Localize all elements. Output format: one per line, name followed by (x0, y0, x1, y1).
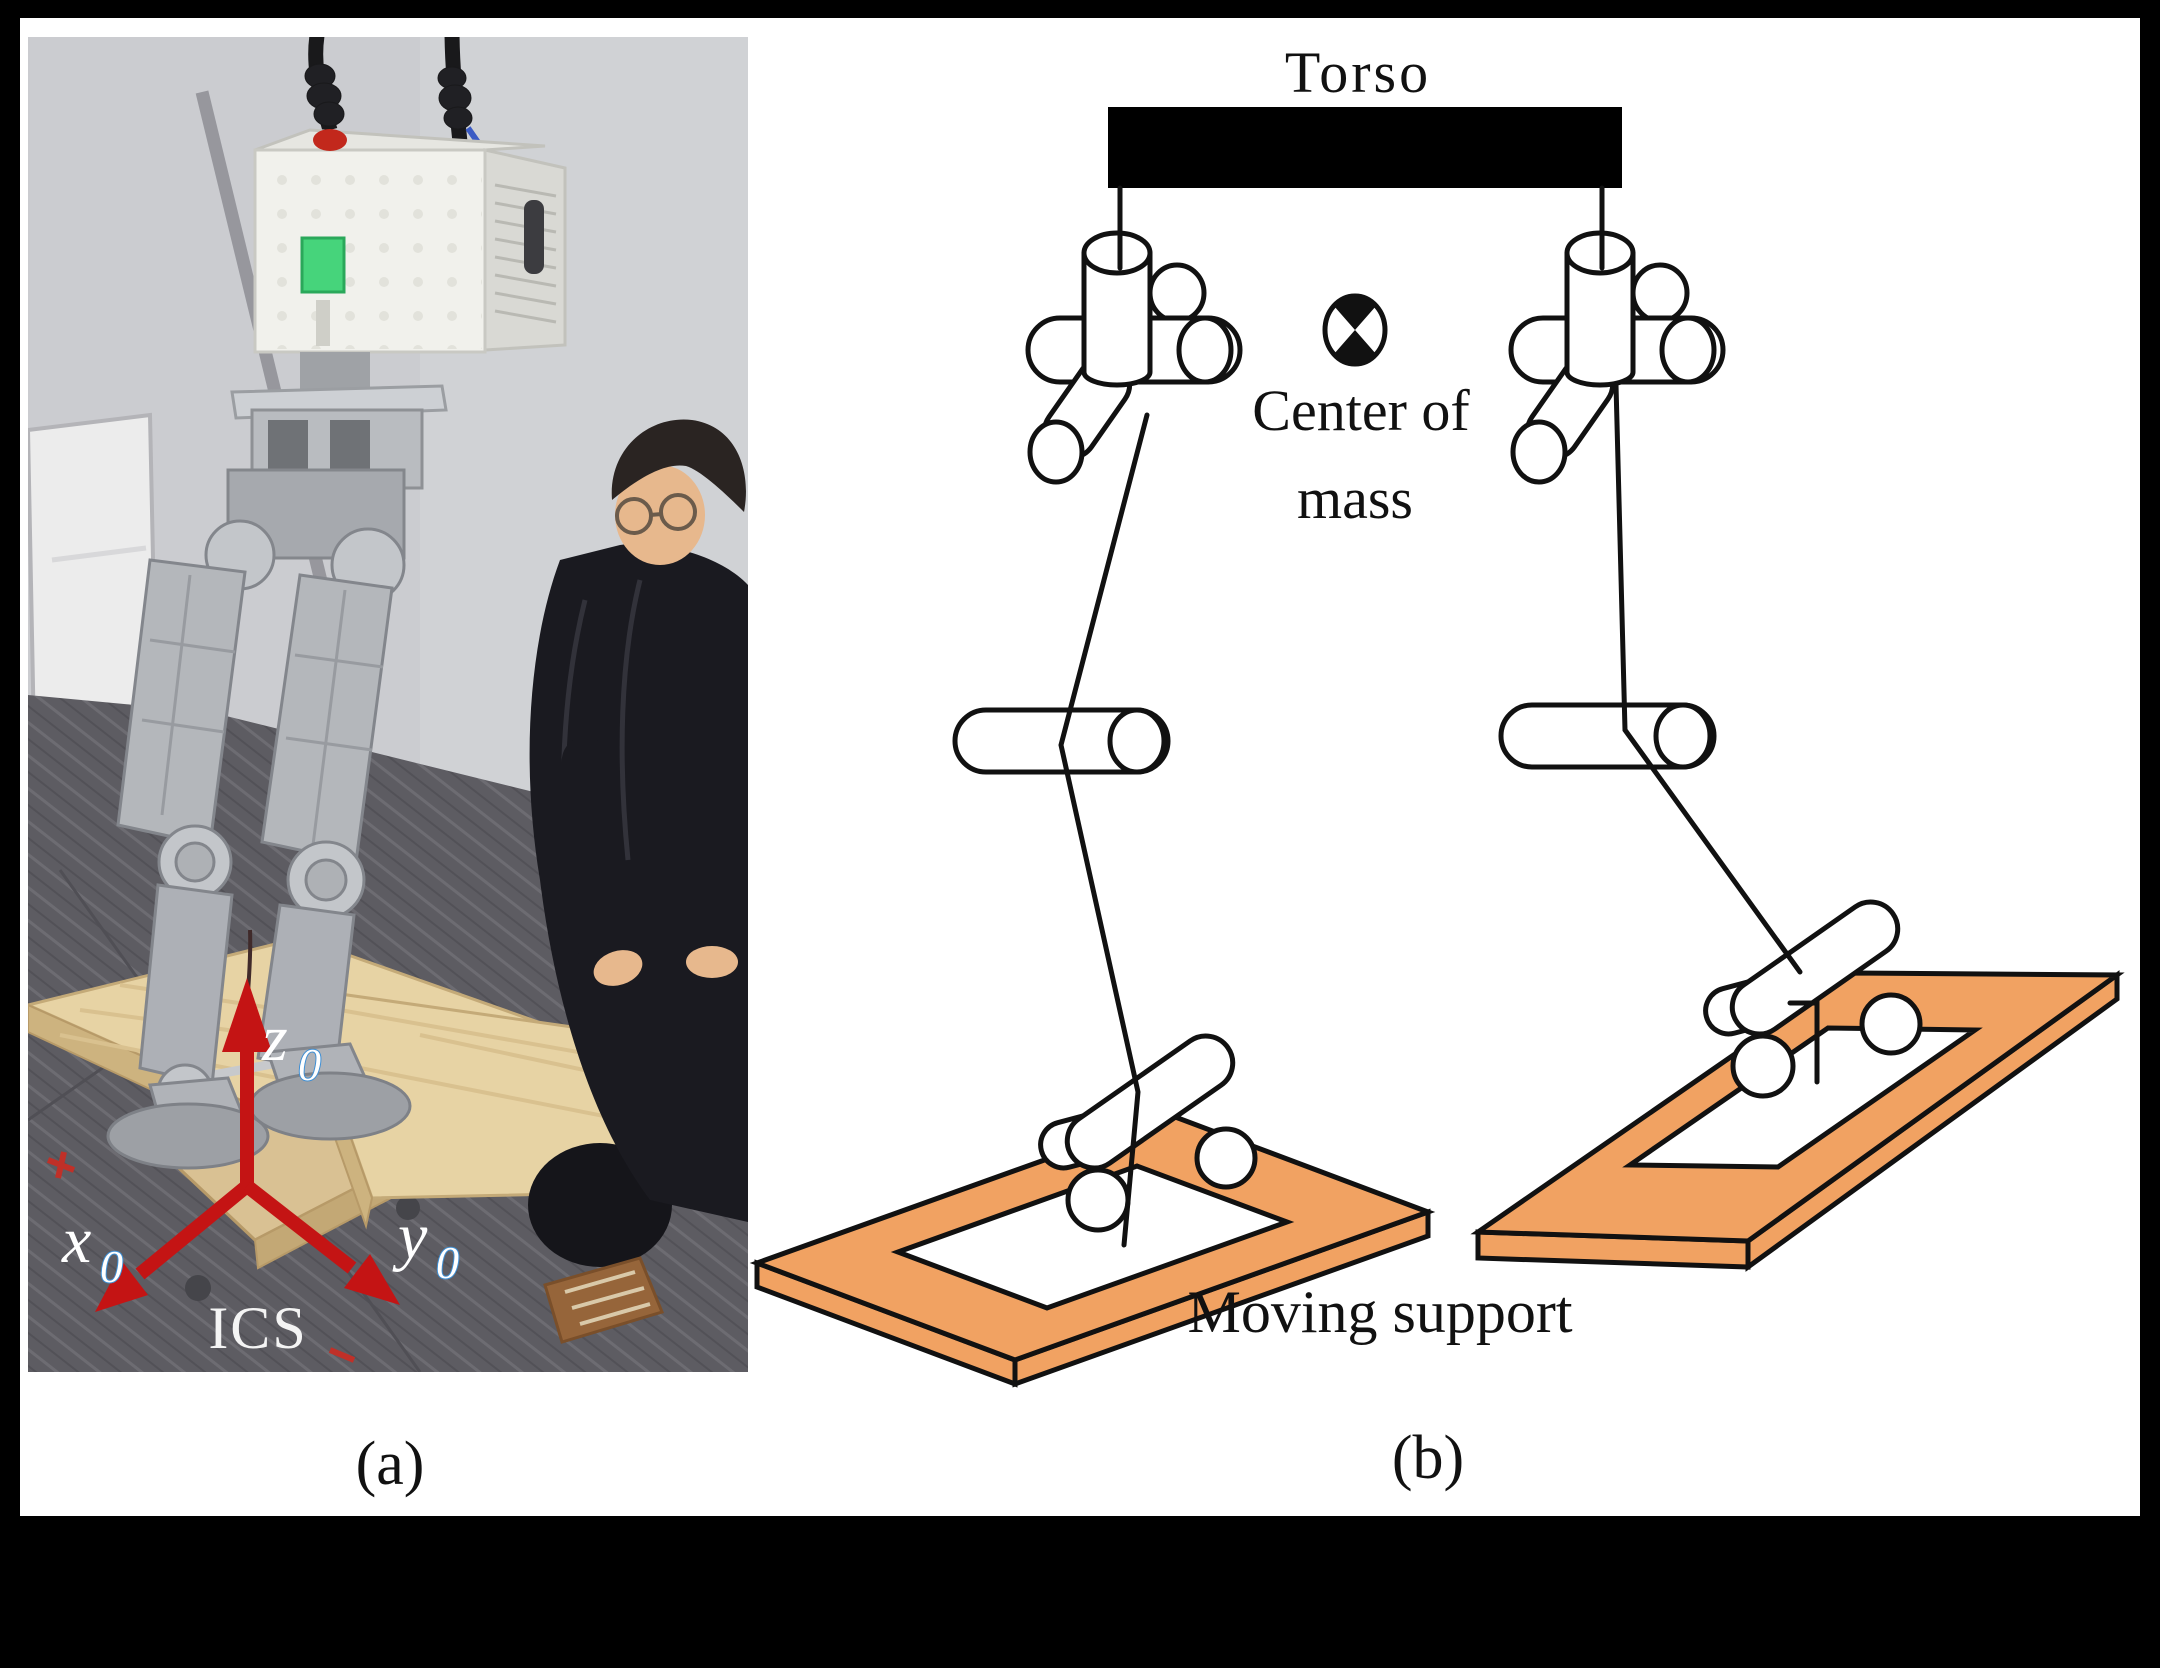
axis-z-sub: 0 (298, 1039, 321, 1090)
axis-labels: z 0 x 0 y 0 (61, 1002, 460, 1293)
right-leg-links (1613, 382, 1803, 975)
ics-axes (95, 978, 400, 1312)
robot-head (253, 128, 567, 354)
person-arm (553, 737, 623, 968)
caster-wheel (185, 1275, 211, 1301)
moving-support-label: Moving support (1187, 1279, 1572, 1345)
left-leg-links (1058, 412, 1150, 1248)
side-handle-hole (524, 200, 544, 274)
robot-right-leg (248, 527, 412, 1141)
emergency-button (313, 129, 347, 151)
axis-x-arrowhead (95, 1261, 148, 1312)
axis-shafts (135, 1040, 357, 1280)
com-label-line2: mass (1297, 466, 1413, 531)
axis-y-sub: 0 (436, 1237, 459, 1288)
torso-label: Torso (1285, 40, 1431, 105)
axis-x-shaft (135, 1180, 252, 1280)
right-foot-link (1787, 1000, 1820, 1085)
green-screen (300, 236, 346, 294)
right-platform (1470, 970, 2125, 1272)
hoodie-body (529, 544, 748, 1222)
left-platform-hole (890, 1163, 1295, 1311)
axis-y-shaft (242, 1180, 357, 1274)
person-hair (611, 419, 746, 512)
person-hand (593, 950, 643, 986)
suspension-cables (304, 37, 473, 143)
person (528, 419, 748, 1344)
shoe-laces (564, 1270, 651, 1326)
ics-frame-label: ICS (208, 1295, 307, 1361)
torso-bar (1108, 107, 1622, 188)
head-slot (316, 300, 330, 346)
right-knee-joint (1501, 705, 1714, 767)
com-label-line1: Center of (1252, 378, 1470, 443)
axis-y-label: y (392, 1200, 428, 1273)
com-symbol (1322, 293, 1388, 367)
axis-z-arrowhead (222, 978, 272, 1052)
axis-arrowheads (95, 978, 400, 1312)
left-platform (749, 1112, 1436, 1388)
glasses (615, 493, 697, 535)
panel-a-photo: z 0 x 0 y 0 ICS (28, 37, 748, 1372)
axis-x-sub: 0 (100, 1241, 123, 1292)
axis-z-label: z (261, 1002, 288, 1075)
caster-wheel (396, 1196, 420, 1220)
whiteboard-line (51, 545, 147, 563)
panel-b-schematic: Torso Center of mass (749, 40, 2125, 1388)
caption-a: (a) (356, 1430, 425, 1498)
robot-left-leg (106, 519, 276, 1170)
caption-b: (b) (1392, 1424, 1464, 1492)
person-hand (686, 946, 738, 978)
axis-x-label: x (61, 1204, 91, 1277)
robot (106, 37, 567, 1170)
axis-y-arrowhead (344, 1254, 400, 1305)
robot-torso-frame (226, 352, 448, 560)
